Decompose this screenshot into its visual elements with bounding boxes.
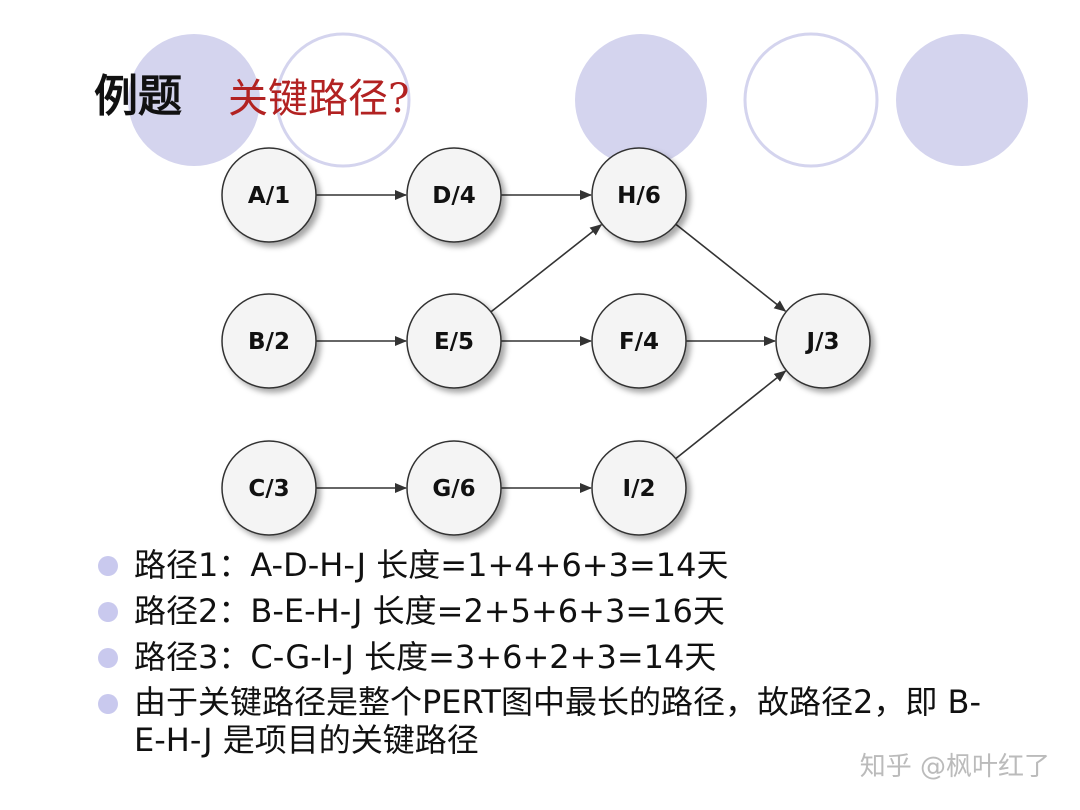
node-label: E/5: [434, 329, 474, 355]
node-F: F/4: [591, 293, 687, 389]
list-item: 路径1：A-D-H-J 长度=1+4+6+3=14天: [96, 545, 996, 585]
node-I: I/2: [591, 440, 687, 536]
node-circle: [591, 293, 687, 389]
node-circle: [221, 440, 317, 536]
node-label: A/1: [248, 183, 290, 209]
node-C: C/3: [221, 440, 317, 536]
node-G: G/6: [406, 440, 502, 536]
deco-circle: [575, 34, 707, 166]
path-text: 路径2：B-E-H-J 长度=2+5+6+3=16天: [134, 592, 725, 630]
node-circle: [406, 293, 502, 389]
list-item: 由于关键路径是整个PERT图中最长的路径，故路径2，即 B-E-H-J 是项目的…: [96, 683, 996, 760]
node-circle: [591, 147, 687, 243]
pert-diagram: A/1 D/4 H/6B/2 E/5 F/4 J/3C/3 G/6 I/2: [221, 147, 871, 536]
list-item: 路径2：B-E-H-J 长度=2+5+6+3=16天: [96, 591, 996, 631]
deco-circle: [743, 32, 879, 168]
node-circle: [406, 440, 502, 536]
list-item: 路径3：C-G-I-J 长度=3+6+2+3=14天: [96, 637, 996, 677]
path-list: 路径1：A-D-H-J 长度=1+4+6+3=14天 路径2：B-E-H-J 长…: [96, 545, 996, 766]
page-subtitle: 关键路径?: [228, 76, 410, 122]
node-H: H/6: [591, 147, 687, 243]
bullet-dot: [98, 602, 118, 622]
node-label: H/6: [617, 183, 661, 209]
node-label: J/3: [805, 329, 840, 355]
page-title: 例题: [94, 71, 182, 122]
path-text: 路径1：A-D-H-J 长度=1+4+6+3=14天: [134, 546, 729, 584]
bullet-dot: [98, 648, 118, 668]
path-text: 路径3：C-G-I-J 长度=3+6+2+3=14天: [134, 638, 717, 676]
node-circle: [406, 147, 502, 243]
bullet-dot: [98, 694, 118, 714]
node-D: D/4: [406, 147, 502, 243]
deco-circle: [896, 34, 1028, 166]
edge-I-J: [675, 370, 787, 460]
node-circle: [221, 293, 317, 389]
deco-circle: [128, 34, 260, 166]
edge-E-H: [490, 224, 603, 313]
node-label: C/3: [248, 476, 289, 502]
bullet-dot: [98, 556, 118, 576]
node-label: F/4: [619, 329, 659, 355]
node-A: A/1: [221, 147, 317, 243]
edge-H-J: [675, 223, 787, 312]
conclusion-text: 由于关键路径是整个PERT图中最长的路径，故路径2，即 B-E-H-J 是项目的…: [134, 683, 982, 759]
watermark: 知乎 @枫叶红了: [859, 752, 1050, 782]
node-label: D/4: [432, 183, 476, 209]
node-B: B/2: [221, 293, 317, 389]
node-circle: [221, 147, 317, 243]
node-label: I/2: [623, 476, 656, 502]
node-label: B/2: [248, 329, 290, 355]
node-E: E/5: [406, 293, 502, 389]
node-J: J/3: [775, 293, 871, 389]
node-label: G/6: [432, 476, 475, 502]
node-circle: [775, 293, 871, 389]
deco-circle: [275, 32, 411, 168]
node-circle: [591, 440, 687, 536]
